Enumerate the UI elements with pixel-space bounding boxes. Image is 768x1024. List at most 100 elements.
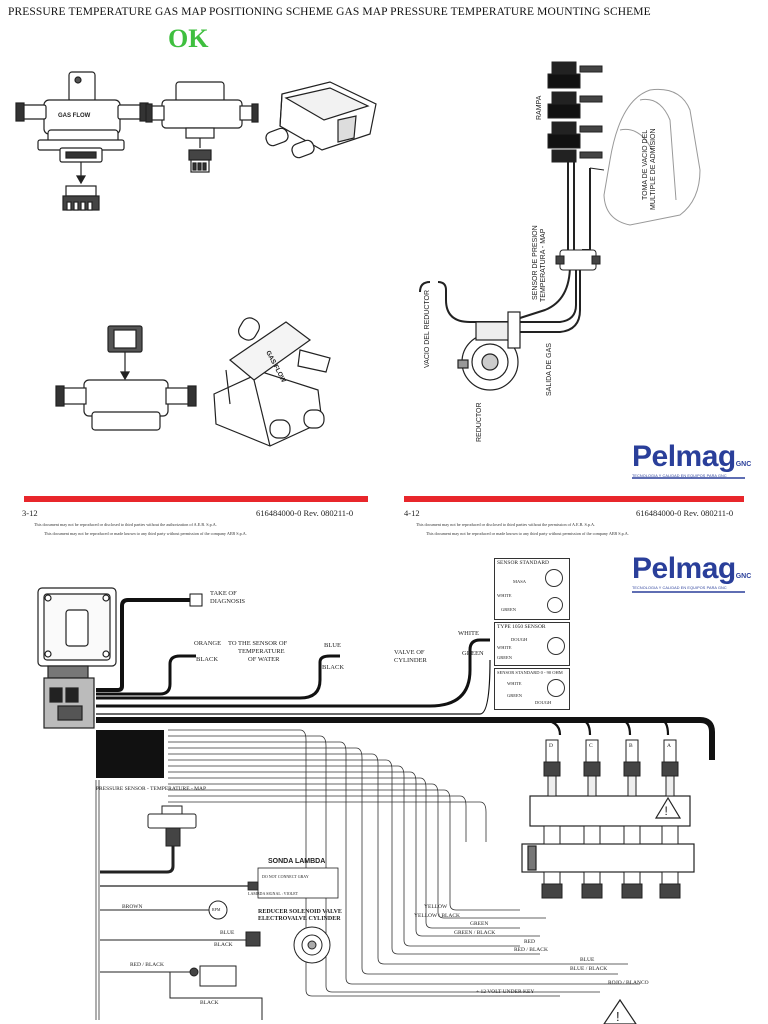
plus12-label: + 12 VOLT UNDER KEY	[476, 989, 535, 995]
pelmag-logo-top: PelmagGNC TECNOLOGIA Y CALIDAD EN EQUIPO…	[632, 440, 751, 478]
reductor-label: REDUCTOR	[476, 402, 483, 442]
red-black-2-label: RED / BLACK	[514, 947, 548, 953]
water-sensor-label-1: TO THE SENSOR OF	[228, 640, 288, 647]
green-t-label: GREEN	[497, 655, 512, 660]
injector-label-c: C	[589, 743, 593, 749]
reducer-label-2: ELECTROVALVE CYLINDER	[258, 916, 341, 922]
water-sensor-label-3: OF WATER	[248, 656, 280, 663]
blue-red-label: BLUE	[220, 930, 235, 936]
right-notice-1: This document may not be reproduced or d…	[416, 522, 596, 527]
map-sensor-perspective	[265, 81, 377, 159]
sensor-presion-label-2: TEMPERATURA - MAP	[540, 228, 547, 302]
rampa-injectors	[547, 61, 603, 163]
green-s-label: GREEN	[501, 607, 516, 612]
dough-label: DOUGH	[511, 637, 528, 642]
gauge-icon-3	[547, 637, 565, 655]
map-sensor-front-view	[55, 325, 197, 431]
sensor-0-90-title: SENSOR STANDARD 0 - 90 OHM	[497, 670, 563, 675]
wire-harness	[96, 593, 715, 760]
map-sensor-lower-perspective	[213, 317, 331, 447]
left-notice-2: This document may not be reproduced or m…	[44, 531, 247, 536]
white-t-label: WHITE	[497, 645, 512, 650]
sonda-lambda-label: SONDA LAMBDA	[268, 858, 326, 865]
blue-valve-label: BLUE	[324, 642, 341, 649]
map-sensor-mounted	[555, 249, 601, 271]
valve-label-1: VALVE OF	[394, 649, 425, 656]
sensor-standard-box: SENSOR STANDARD MASA WHITE GREEN	[494, 558, 570, 620]
injector-label-b: B	[629, 743, 633, 749]
gauge-icon-2	[547, 597, 563, 613]
reducer-label-1: REDUCER SOLENOID VALVE	[258, 909, 342, 915]
left-revision: 616484000-0 Rev. 080211-0	[256, 508, 354, 518]
yellow-black-label: YELLOW / BLACK	[414, 913, 461, 919]
brand-suffix: GNC	[735, 461, 752, 468]
left-page-number: 3-12	[22, 508, 38, 518]
rpm-label: RPM	[212, 907, 221, 912]
black-water-label: BLACK	[196, 656, 219, 663]
green-wire-label: GREEN	[462, 650, 484, 657]
thin-wires	[95, 729, 640, 1020]
salida-gas-label: SALIDA DE GAS	[546, 343, 553, 396]
brand-tagline-2: TECNOLOGIA Y CALIDAD EN EQUIPOS PARA GNC	[632, 586, 727, 590]
injector-label-a: A	[667, 743, 671, 749]
right-page-number: 4-12	[404, 508, 420, 518]
white-s-label: WHITE	[497, 593, 512, 598]
type-1050-title: TYPE 1050 SENSOR	[497, 624, 546, 630]
gas-flow-label: GAS FLOW	[58, 113, 91, 119]
right-notice-2: This document may not be reproduced or m…	[426, 531, 629, 536]
green-w-label: GREEN	[470, 921, 489, 927]
toma-vacio-label-1: TOMA DE VACIO DEL	[642, 129, 649, 200]
vacio-reductor-label: VACIO DEL REDUCTOR	[424, 289, 431, 368]
black-red-label: BLACK	[214, 942, 233, 948]
svg-text:!: !	[616, 1009, 620, 1024]
reducer-solenoid	[100, 926, 331, 964]
ok-label: OK	[168, 24, 209, 53]
right-red-bar	[404, 496, 744, 502]
brand-name-2: Pelmag	[632, 552, 736, 585]
orange-wire-label: ORANGE	[194, 640, 222, 647]
lambda-note-2: LAMBDA SIGNAL : VIOLET	[248, 891, 299, 896]
yellow-label: YELLOW	[424, 904, 448, 910]
gauge-icon	[545, 569, 563, 587]
main-connector-block	[96, 730, 164, 778]
type-1050-box: TYPE 1050 SENSOR DOUGH WHITE GREEN	[494, 622, 570, 666]
toma-vacio-label-2: MULTIPLE DE ADMISION	[650, 128, 657, 210]
pelmag-logo-bottom: PelmagGNC TECNOLOGIA Y CALIDAD EN EQUIPO…	[632, 552, 751, 590]
map-sensor-top-view	[15, 71, 149, 211]
battery-line	[100, 965, 263, 1020]
gauge-icon-4	[547, 679, 565, 697]
pressure-sensor-label: PRESSURE SENSOR - TEMPERATURE - MAP	[96, 786, 207, 792]
left-red-bar	[24, 496, 368, 502]
black-valve-label: BLACK	[322, 664, 345, 671]
rpm-gauge	[100, 900, 228, 920]
lambda-note-1: DO NOT CONNECT GRAY	[262, 874, 309, 879]
red-label: RED	[524, 939, 535, 945]
brand-name: Pelmag	[632, 440, 736, 473]
ecu-unit	[37, 587, 117, 729]
diagnosis-label-1: TAKE OF	[210, 590, 237, 597]
brand-suffix-2: GNC	[735, 573, 752, 580]
pressure-sensor-wired	[100, 805, 197, 874]
blue-black-label: BLUE / BLACK	[570, 966, 608, 972]
diagnosis-label-2: DIAGNOSIS	[210, 598, 246, 605]
sensor-presion-label-1: SENSOR DE PRESION	[532, 225, 539, 300]
injectors	[541, 739, 681, 899]
brand-tagline: TECNOLOGIA Y CALIDAD EN EQUIPOS PARA GNC	[632, 474, 727, 478]
warning-icon-bottom: !	[603, 998, 637, 1024]
svg-text:!: !	[665, 804, 668, 818]
intake-manifold	[589, 88, 701, 226]
injector-label-d: D	[549, 743, 553, 749]
left-notice-1: This document may not be reproduced or d…	[34, 522, 217, 527]
green-black-label: GREEN / BLACK	[454, 930, 496, 936]
green-u-label: GREEN	[507, 693, 522, 698]
warning-icon: !	[654, 796, 682, 819]
injector-rail	[521, 795, 695, 873]
map-sensor-side-view	[145, 81, 259, 173]
blue-w-label: BLUE	[580, 957, 595, 963]
white-wire-label: WHITE	[458, 630, 479, 637]
rojo-blanco-label: ROJO / BLANCO	[608, 980, 649, 986]
black-bottom-label: BLACK	[200, 1000, 219, 1006]
red-black-label: RED / BLACK	[130, 962, 164, 968]
dough-u-label: DOUGH	[535, 700, 552, 705]
right-revision: 616484000-0 Rev. 080211-0	[636, 508, 734, 518]
